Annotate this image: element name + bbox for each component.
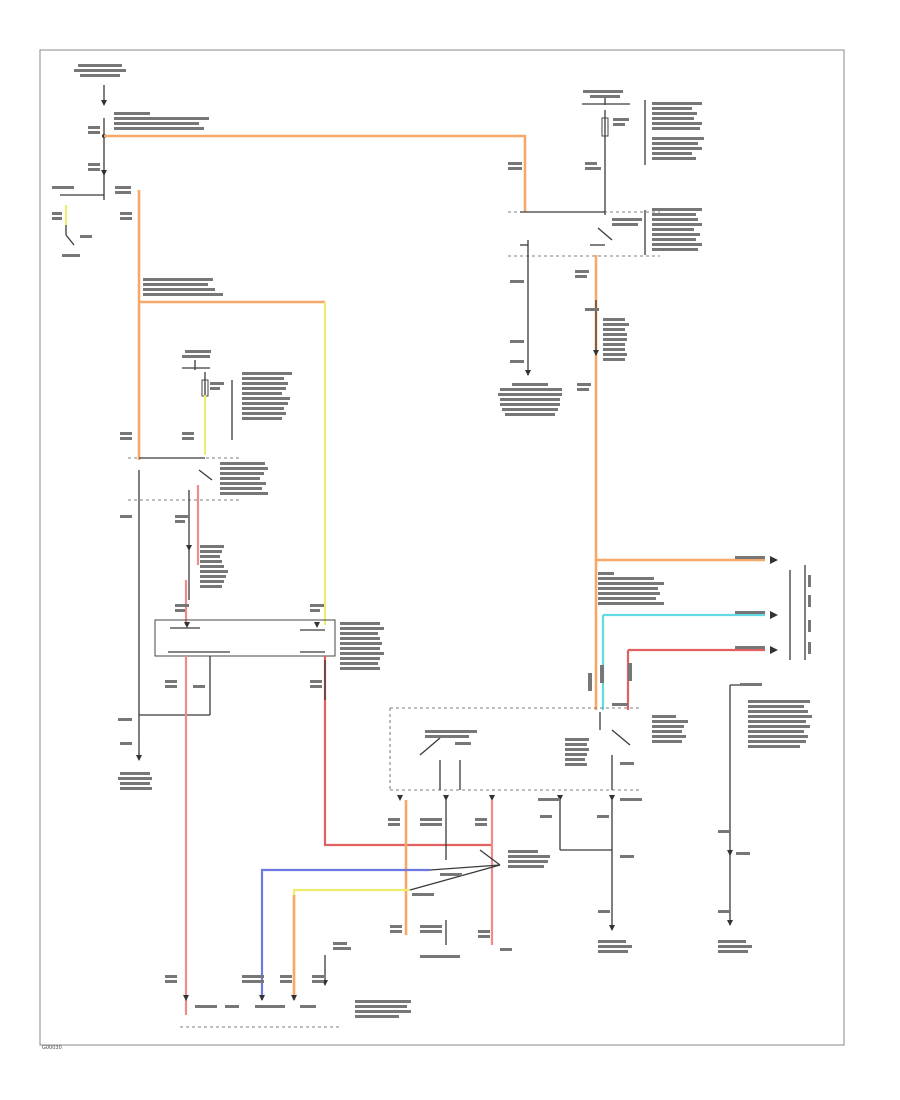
diagram-frame [39, 49, 845, 1046]
wire-blue-lower [260, 868, 430, 1000]
wire-cyan-module [601, 613, 765, 710]
wire-red-relay-to-module [323, 656, 492, 847]
compressor-clutch-relay [136, 619, 336, 761]
wire-orange-top [104, 134, 527, 212]
relay-middle-left [128, 360, 240, 740]
wire-yellow-lower [292, 888, 410, 1000]
label-placeholders [52, 64, 812, 1018]
page-label: G00030 [42, 1045, 62, 1051]
fuse-block-top-right [508, 95, 660, 376]
control-module-box [389, 707, 640, 801]
wire-red-module [626, 648, 765, 710]
ignition-source-top-left [60, 85, 107, 246]
